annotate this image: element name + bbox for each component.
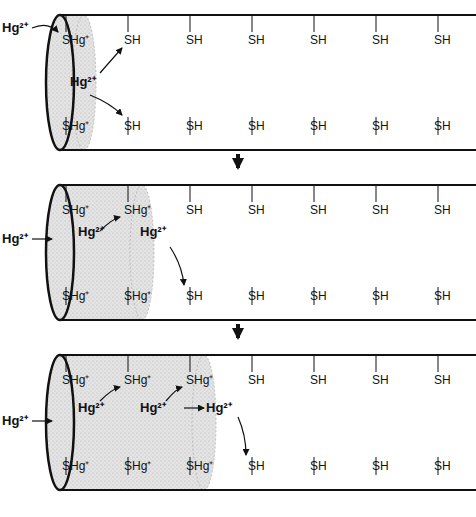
thiol-group: SH bbox=[124, 119, 141, 133]
mercury-ion: Hg²⁺ bbox=[78, 225, 104, 239]
mercury-ion: Hg²⁺ bbox=[2, 21, 28, 35]
thiol-tick bbox=[252, 355, 253, 372]
thiol-tick bbox=[376, 15, 377, 32]
tube-wall bbox=[60, 354, 476, 356]
tube-wall bbox=[60, 149, 476, 151]
thiol-tick bbox=[438, 355, 439, 372]
thiol-group: SHg⁺ bbox=[62, 33, 89, 47]
thiol-group: SH bbox=[372, 373, 389, 387]
thiol-group: SH bbox=[372, 459, 389, 473]
thiol-tick bbox=[438, 15, 439, 32]
thiol-group: SH bbox=[186, 289, 203, 303]
thiol-tick bbox=[66, 185, 67, 202]
thiol-group: SH bbox=[186, 119, 203, 133]
thiol-group: SHg⁺ bbox=[62, 119, 89, 133]
thiol-tick bbox=[128, 15, 129, 32]
thiol-group: SH bbox=[248, 459, 265, 473]
thiol-group: SH bbox=[310, 119, 327, 133]
thiol-tick bbox=[376, 355, 377, 372]
thiol-tick bbox=[128, 185, 129, 202]
mercury-ion: Hg²⁺ bbox=[2, 232, 28, 246]
thiol-group: SHg⁺ bbox=[62, 289, 89, 303]
flow-arrow bbox=[166, 387, 182, 401]
thiol-group: SH bbox=[434, 373, 451, 387]
thiol-tick bbox=[66, 15, 67, 32]
thiol-group: SH bbox=[124, 33, 141, 47]
tube-wall bbox=[60, 184, 476, 186]
thiol-group: SH bbox=[310, 33, 327, 47]
thiol-tick bbox=[376, 185, 377, 202]
mercury-ion: Hg²⁺ bbox=[140, 225, 166, 239]
thiol-group: SH bbox=[248, 203, 265, 217]
thiol-group: SH bbox=[434, 119, 451, 133]
thiol-tick bbox=[252, 15, 253, 32]
thiol-group: SH bbox=[186, 203, 203, 217]
flow-arrow bbox=[184, 407, 204, 408]
tube-wall bbox=[60, 489, 476, 491]
thiol-group: SH bbox=[434, 289, 451, 303]
flow-arrow bbox=[170, 247, 184, 285]
thiol-group: SH bbox=[372, 33, 389, 47]
thiol-tick bbox=[190, 185, 191, 202]
stage-arrow bbox=[236, 324, 240, 338]
mercury-ion: Hg²⁺ bbox=[140, 401, 166, 415]
thiol-group: SHg⁺ bbox=[62, 373, 89, 387]
thiol-tick bbox=[190, 355, 191, 372]
mercury-ion: Hg²⁺ bbox=[78, 401, 104, 415]
tube-wall bbox=[60, 319, 476, 321]
flow-arrow bbox=[32, 238, 52, 239]
thiol-group: SHg⁺ bbox=[124, 203, 151, 217]
mercury-ion: Hg²⁺ bbox=[70, 75, 96, 89]
thiol-group: SH bbox=[372, 289, 389, 303]
tube-wall bbox=[60, 14, 476, 16]
thiol-group: SH bbox=[248, 373, 265, 387]
thiol-group: SH bbox=[248, 289, 265, 303]
thiol-tick bbox=[438, 185, 439, 202]
thiol-group: SH bbox=[434, 33, 451, 47]
thiol-tick bbox=[314, 15, 315, 32]
flow-arrow bbox=[100, 48, 122, 73]
thiol-group: SHg⁺ bbox=[186, 459, 213, 473]
flow-arrow bbox=[100, 387, 120, 401]
thiol-tick bbox=[66, 355, 67, 372]
thiol-tick bbox=[314, 355, 315, 372]
mercury-ion: Hg²⁺ bbox=[2, 414, 28, 428]
thiol-group: SH bbox=[372, 119, 389, 133]
thiol-group: SH bbox=[434, 203, 451, 217]
thiol-tick bbox=[128, 355, 129, 372]
bound-region bbox=[46, 185, 154, 320]
thiol-group: SH bbox=[310, 373, 327, 387]
flow-arrow bbox=[90, 95, 122, 115]
thiol-group: SHg⁺ bbox=[186, 373, 213, 387]
flow-arrow bbox=[32, 25, 58, 32]
thiol-group: SH bbox=[248, 119, 265, 133]
stage-arrow bbox=[236, 154, 240, 168]
mercury-ion: Hg²⁺ bbox=[206, 401, 232, 415]
thiol-group: SH bbox=[248, 33, 265, 47]
thiol-tick bbox=[314, 185, 315, 202]
thiol-group: SHg⁺ bbox=[62, 203, 89, 217]
thiol-group: SHg⁺ bbox=[62, 459, 89, 473]
thiol-group: SH bbox=[310, 203, 327, 217]
thiol-group: SHg⁺ bbox=[124, 459, 151, 473]
thiol-group: SHg⁺ bbox=[124, 289, 151, 303]
thiol-group: SH bbox=[186, 33, 203, 47]
thiol-group: SHg⁺ bbox=[124, 373, 151, 387]
thiol-tick bbox=[252, 185, 253, 202]
thiol-group: SH bbox=[310, 459, 327, 473]
thiol-tick bbox=[190, 15, 191, 32]
thiol-group: SH bbox=[310, 289, 327, 303]
flow-arrow bbox=[238, 417, 246, 455]
bound-region bbox=[46, 15, 96, 150]
bound-region bbox=[46, 355, 216, 490]
thiol-group: SH bbox=[434, 459, 451, 473]
flow-arrow bbox=[32, 420, 52, 421]
thiol-group: SH bbox=[372, 203, 389, 217]
